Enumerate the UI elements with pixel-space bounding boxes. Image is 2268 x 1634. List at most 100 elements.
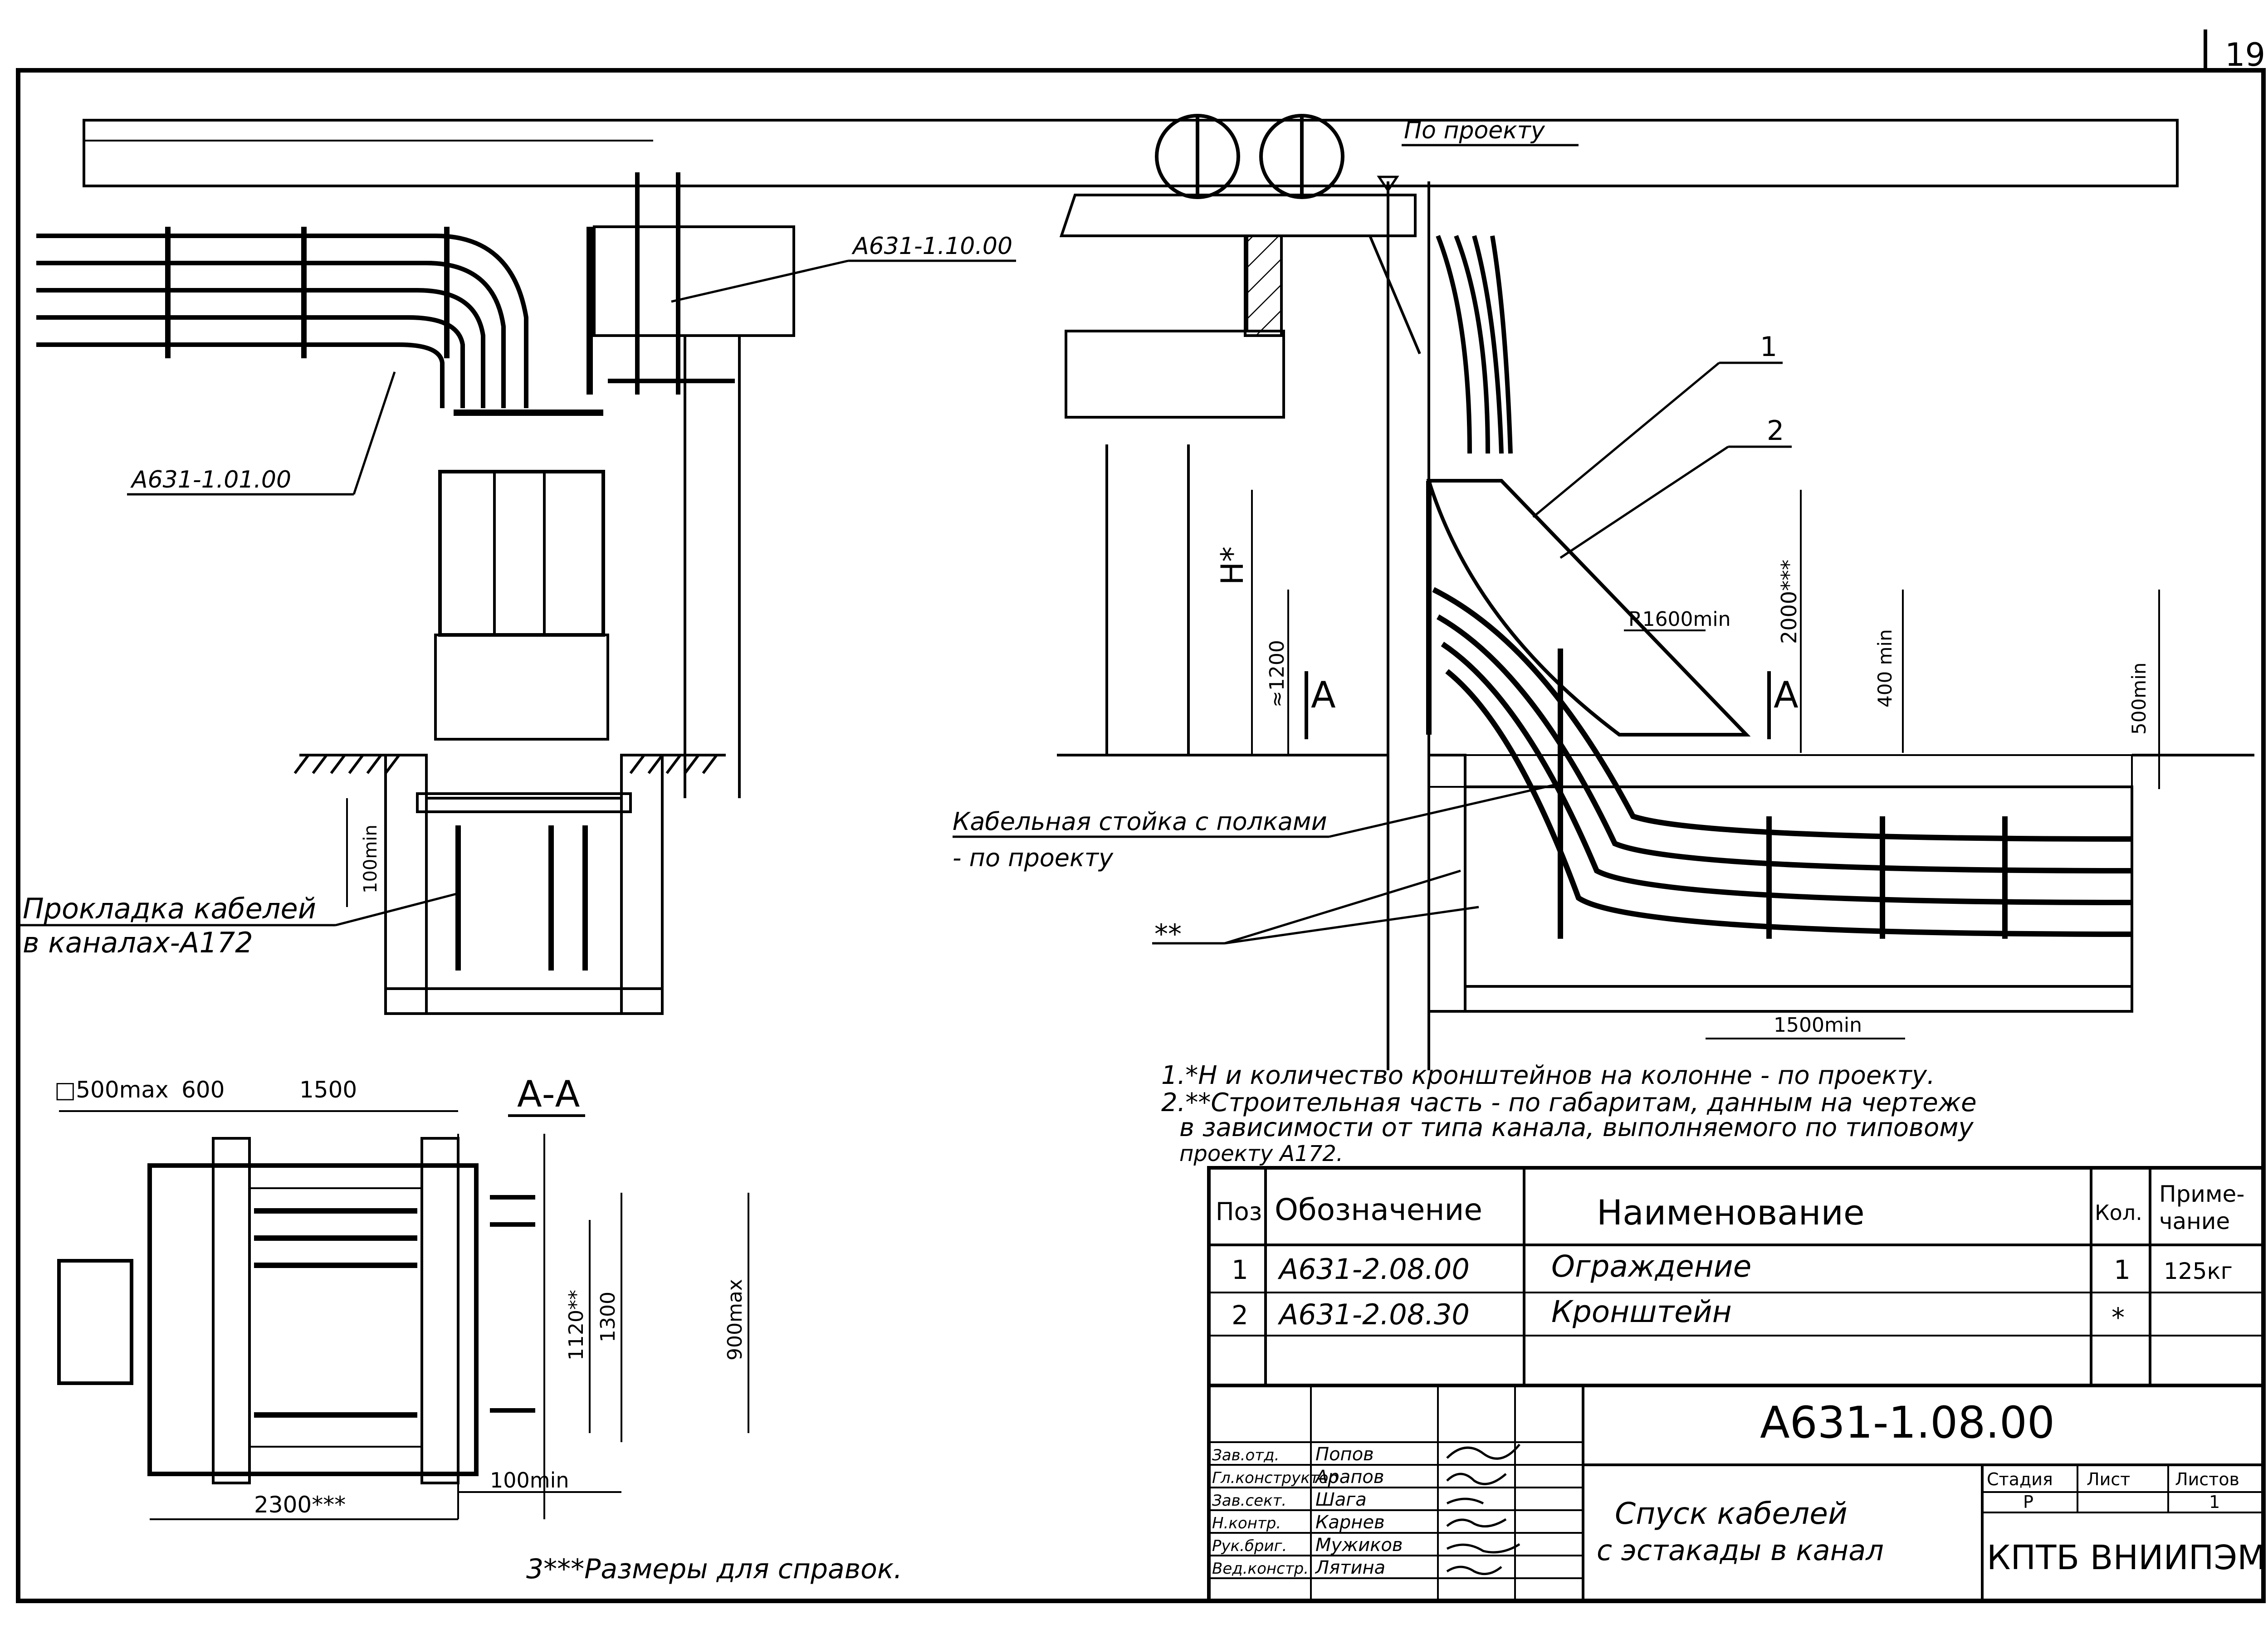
- sheet-number: 19: [2225, 36, 2265, 73]
- title-block: Зав.отд. Попов Гл.конструктор Арапов Зав…: [1207, 1384, 2266, 1603]
- signer-5-name: Мужиков: [1315, 1535, 1403, 1556]
- ref-top-label: А631-1.10.00: [851, 233, 1012, 260]
- signer-2-role: Гл.конструктор: [1212, 1469, 1338, 1487]
- sheets-value: 1: [2209, 1492, 2220, 1512]
- dim-r1600-label: R1600min: [1628, 608, 1731, 631]
- rack-callout: Кабельная стойка с полками - по проекту: [953, 783, 1556, 872]
- rack-label-1: Кабельная стойка с полками: [953, 807, 1327, 836]
- h-star-label: Н*: [1215, 546, 1251, 585]
- channel-lay-line1: Прокладка кабелей: [23, 892, 316, 925]
- stage-value: Р: [2023, 1492, 2033, 1512]
- doc-title-2: с эстакады в канал: [1597, 1534, 1884, 1567]
- notes-block: 1.*Н и количество кронштейнов на колонне…: [526, 1061, 1977, 1585]
- dim-100min-left: 100min: [346, 798, 381, 907]
- descending-cables: [1432, 587, 2132, 937]
- dim-h-star: Н*: [1215, 490, 1253, 755]
- note-2: 2.**Строительная часть - по габаритам, д…: [1161, 1088, 1977, 1117]
- signer-5-role: Рук.бриг.: [1212, 1537, 1287, 1555]
- dims-bottom-a-a: 2300*** 100min: [150, 1468, 621, 1520]
- right-elevation-view: По проекту 1 2: [953, 114, 2254, 1070]
- row2-code: А631-2.08.30: [1277, 1298, 1470, 1331]
- dims-right-a-a: 1120** 1300 900max: [565, 1193, 749, 1442]
- th-name: Наименование: [1597, 1192, 1865, 1233]
- leader-pos2: 2: [1559, 415, 1792, 559]
- channel-lay-line2: в каналах-А172: [23, 926, 253, 959]
- dim-1200-label: ≈1200: [1266, 640, 1289, 707]
- dim-1500min: 1500min: [1706, 1014, 1905, 1039]
- overpass-slab: [1059, 194, 1417, 419]
- pos1-guard: [1426, 479, 1751, 737]
- pos1-label: 1: [1760, 331, 1777, 363]
- signer-6-role: Вед.констр.: [1212, 1560, 1309, 1578]
- stage-header: Стадия: [1987, 1469, 2053, 1489]
- right-column: [684, 336, 741, 798]
- callout-ref-cables: А631-1.01.00: [127, 371, 396, 496]
- section-title: А-А: [517, 1073, 580, 1115]
- signer-4-name: Карнев: [1315, 1512, 1385, 1533]
- doc-title-1: Спуск кабелей: [1615, 1496, 1848, 1531]
- signer-3-role: Зав.сект.: [1212, 1492, 1286, 1510]
- rack-label-2: - по проекту: [953, 844, 1114, 872]
- note-1: 1.*Н и количество кронштейнов на колонне…: [1161, 1061, 1935, 1090]
- section-marks: А А: [1305, 671, 1799, 739]
- signer-3-name: Шага: [1315, 1489, 1367, 1510]
- dim-500: 500min: [2128, 590, 2160, 789]
- doc-code: А631-1.08.00: [1760, 1397, 2055, 1448]
- dim-1500-label: 1500: [299, 1077, 357, 1103]
- callout-channel-laying: Прокладка кабелей в каналах-А172: [18, 892, 459, 959]
- signatures: [1446, 1444, 1520, 1575]
- signer-1-role: Зав.отд.: [1212, 1446, 1279, 1464]
- row2-qty: *: [2112, 1302, 2125, 1333]
- sheet-frame: 19: [16, 29, 2266, 1603]
- row2-name: Кронштейн: [1551, 1294, 1732, 1329]
- signer-1-name: Попов: [1315, 1444, 1374, 1465]
- cable-hangers: [165, 227, 450, 358]
- note-2-end: проекту А172.: [1179, 1141, 1343, 1166]
- th-qty: Кол.: [2095, 1200, 2142, 1225]
- dim-400: 400 min: [1874, 590, 1904, 753]
- pos2-label: 2: [1767, 415, 1784, 447]
- cable-channel-left: [384, 754, 664, 1015]
- callout-ref-top: А631-1.10.00: [671, 233, 1016, 303]
- dim-600-label: 600: [181, 1077, 225, 1103]
- dim-400-label: 400 min: [1874, 629, 1896, 707]
- sheet-header: Лист: [2087, 1469, 2130, 1489]
- th-code: Обозначение: [1275, 1192, 1482, 1227]
- dim-1300-label: 1300: [596, 1292, 620, 1342]
- section-a-left: А: [1311, 674, 1336, 716]
- signer-2-name: Арапов: [1314, 1467, 1384, 1488]
- dim-2000-label: 2000***: [1777, 560, 1801, 644]
- signer-4-role: Н.контр.: [1212, 1514, 1281, 1532]
- double-star-callout: **: [1152, 869, 1479, 950]
- row1-pos: 1: [1232, 1254, 1248, 1285]
- channel-right: [1057, 649, 2254, 1013]
- dim-r1600: R1600min: [1624, 608, 1731, 631]
- row1-qty: 1: [2114, 1254, 2131, 1285]
- pipes: [1155, 114, 1344, 199]
- double-star-label: **: [1154, 918, 1182, 950]
- dim-100min-label: 100min: [490, 1468, 569, 1493]
- dim-2000: 2000***: [1777, 490, 1802, 753]
- dim-1120-label: 1120**: [565, 1290, 588, 1361]
- po-proektu-mark: По проекту: [1377, 117, 1579, 193]
- dim-500-label: 500min: [2128, 663, 2150, 735]
- column-pedestal: [434, 634, 609, 741]
- cable-bundle: [36, 234, 528, 408]
- row2-pos: 2: [1232, 1300, 1248, 1331]
- bracket-stack: [1369, 235, 1513, 454]
- row1-name: Ограждение: [1551, 1249, 1751, 1284]
- cable-rack: [438, 470, 605, 637]
- signer-6-name: Лятина: [1315, 1557, 1385, 1578]
- dim-500max-label: □500max: [54, 1077, 169, 1103]
- dim-100min-left-label: 100min: [360, 824, 381, 893]
- po-proektu-label: По проекту: [1404, 117, 1545, 144]
- column-bracket: [454, 172, 795, 416]
- dim-900-label: 900max: [723, 1279, 747, 1361]
- sheets-header: Листов: [2175, 1469, 2239, 1489]
- th-note-1: Приме-: [2159, 1181, 2244, 1207]
- note-2-cont: в зависимости от типа канала, выполняемо…: [1179, 1113, 1974, 1142]
- overpass-beam: [83, 119, 2179, 187]
- th-note-2: чание: [2159, 1208, 2230, 1234]
- note-3: 3***Размеры для справок.: [526, 1553, 902, 1585]
- th-pos: Поз: [1216, 1197, 1262, 1226]
